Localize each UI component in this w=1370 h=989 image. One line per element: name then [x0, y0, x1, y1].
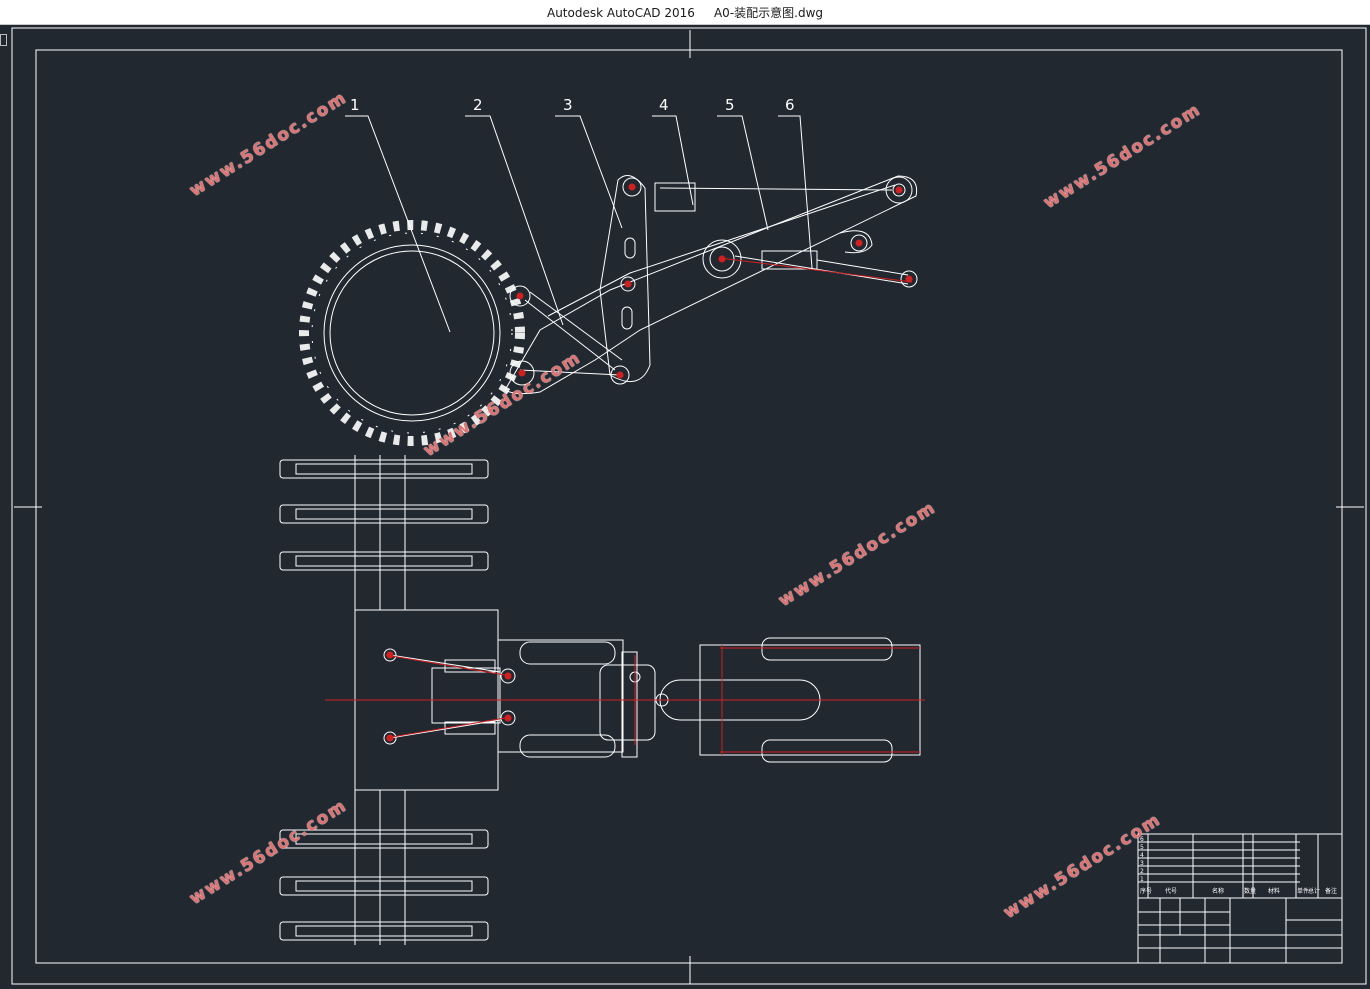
title-bar: Autodesk AutoCAD 2016 A0-装配示意图.dwg: [0, 0, 1370, 25]
balloon-4: 4: [659, 96, 669, 114]
linkage-assembly: [504, 175, 918, 395]
drawing-canvas[interactable]: 1 2 3 4 5 6 6 5 4 3 2: [0, 24, 1370, 989]
header-qty: 数量: [1244, 887, 1256, 895]
centerlines: [325, 183, 925, 755]
balloon-leaders: [345, 115, 813, 333]
balloon-2: 2: [473, 96, 483, 114]
sprocket-chains-top: [279, 455, 489, 610]
balloon-3: 3: [563, 96, 573, 114]
window-title: Autodesk AutoCAD 2016 A0-装配示意图.dwg: [546, 6, 824, 20]
parts-row-6: 6: [1140, 836, 1144, 843]
balloon-1: 1: [350, 96, 360, 114]
header-code: 代号: [1165, 887, 1177, 895]
parts-row-4: 4: [1140, 852, 1144, 859]
balloon-6: 6: [785, 96, 795, 114]
outer-frame: [11, 27, 1367, 985]
header-unit: 单件: [1297, 887, 1309, 895]
parts-row-1: 1: [1140, 876, 1144, 883]
sprocket-chains-bottom: [279, 790, 489, 945]
plan-view-body: [354, 609, 921, 791]
parts-row-3: 3: [1140, 860, 1144, 867]
header-name: 名称: [1212, 887, 1224, 895]
header-total: 总计: [1308, 887, 1320, 895]
header-remark: 备注: [1325, 887, 1337, 895]
parts-row-2: 2: [1140, 868, 1144, 875]
header-index: 序号: [1140, 887, 1152, 895]
balloon-5: 5: [725, 96, 735, 114]
corner-marker: [0, 34, 7, 46]
header-material: 材料: [1268, 887, 1280, 895]
title-block: [1137, 833, 1343, 964]
cad-drawing[interactable]: 1 2 3 4 5 6 6 5 4 3 2: [0, 24, 1370, 989]
cutting-drum: [299, 220, 525, 446]
parts-row-5: 5: [1140, 844, 1144, 851]
